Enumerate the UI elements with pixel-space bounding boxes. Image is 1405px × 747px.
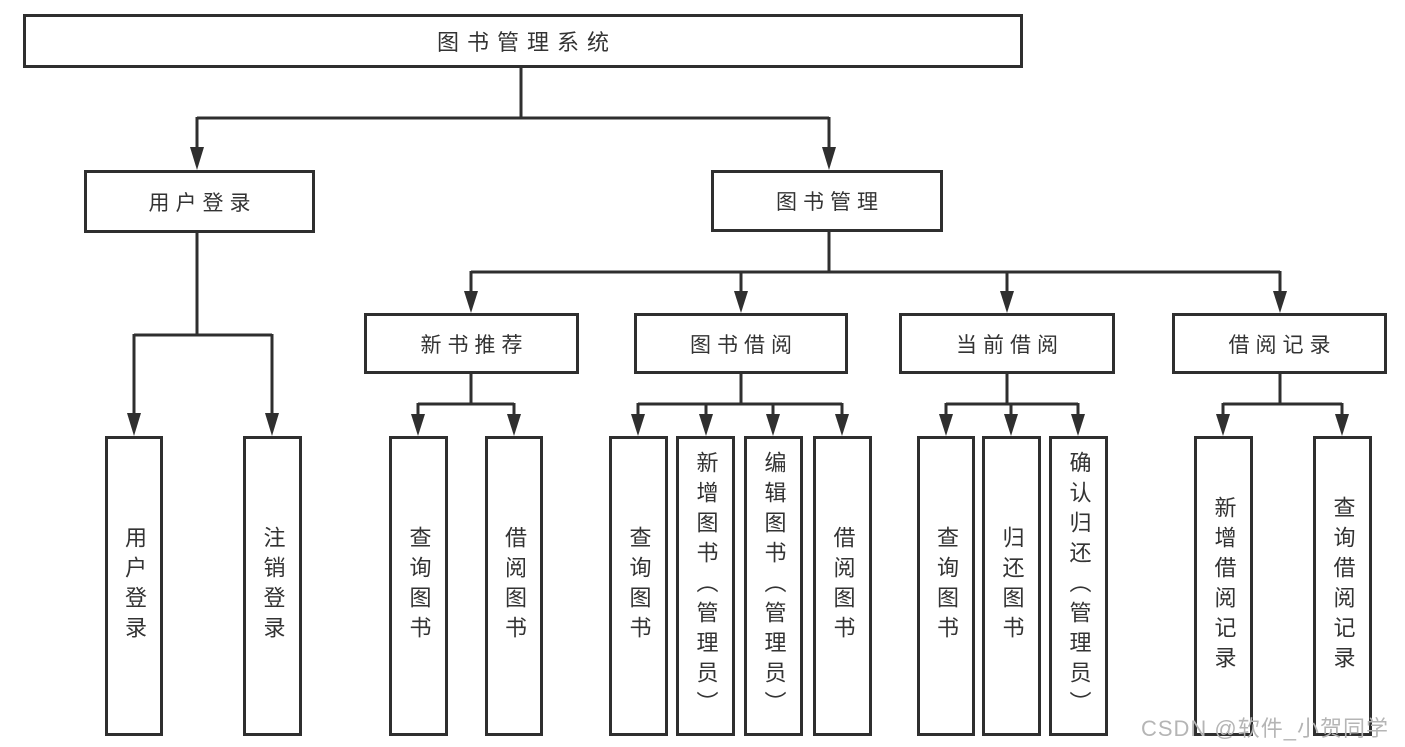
leaf-current-return-books-label: 归还图书: [999, 526, 1025, 646]
node-book-management-label: 图书管理: [776, 191, 884, 214]
leaf-newbook-query-books-label: 查询图书: [406, 526, 432, 646]
node-current-borrow-label: 当前借阅: [956, 333, 1064, 357]
leaf-borrow-borrow-books: 借阅图书: [813, 436, 872, 736]
leaf-borrow-add-books-admin: 新增图书（管理员）: [676, 436, 735, 736]
leaf-user-login-label: 用户登录: [122, 526, 147, 646]
node-root-label: 图书管理系统: [436, 30, 617, 55]
node-root: 图书管理系统: [23, 14, 1023, 68]
leaf-borrow-borrow-books-label: 借阅图书: [830, 526, 856, 646]
leaf-borrow-add-books-admin-label: 新增图书（管理员）: [693, 451, 719, 721]
node-user-login: 用户登录: [84, 170, 315, 233]
leaf-borrow-query-books-label: 查询图书: [626, 526, 652, 646]
leaf-user-login: 用户登录: [105, 436, 163, 736]
leaf-borrow-edit-books-admin: 编辑图书（管理员）: [744, 436, 803, 736]
node-new-book-recommend-label: 新书推荐: [420, 333, 529, 357]
leaf-records-query-record-label: 查询借阅记录: [1330, 496, 1356, 676]
leaf-newbook-query-books: 查询图书: [389, 436, 448, 736]
node-book-management: 图书管理: [711, 170, 943, 232]
leaf-logout-label: 注销登录: [260, 526, 286, 646]
leaf-current-return-books: 归还图书: [982, 436, 1041, 736]
leaf-current-confirm-return-admin: 确认归还（管理员）: [1049, 436, 1108, 736]
arrowheads: [127, 147, 1349, 436]
leaf-current-query-books: 查询图书: [917, 436, 975, 736]
leaf-newbook-borrow-books-label: 借阅图书: [502, 526, 527, 646]
node-user-login-label: 用户登录: [148, 191, 257, 215]
csdn-watermark: CSDN @软件_小贺同学: [1140, 716, 1389, 741]
node-book-borrow: 图书借阅: [634, 313, 848, 374]
leaf-logout: 注销登录: [243, 436, 302, 736]
leaf-borrow-query-books: 查询图书: [609, 436, 668, 736]
leaf-borrow-edit-books-admin-label: 编辑图书（管理员）: [761, 451, 787, 721]
leaf-records-query-record: 查询借阅记录: [1313, 436, 1372, 736]
node-borrow-records: 借阅记录: [1172, 313, 1387, 374]
leaf-current-query-books-label: 查询图书: [934, 526, 959, 646]
node-new-book-recommend: 新书推荐: [364, 313, 579, 374]
leaf-current-confirm-return-admin-label: 确认归还（管理员）: [1066, 451, 1092, 721]
node-borrow-records-label: 借阅记录: [1228, 333, 1337, 357]
leaf-records-add-record-label: 新增借阅记录: [1211, 496, 1237, 676]
leaf-records-add-record: 新增借阅记录: [1194, 436, 1253, 736]
node-book-borrow-label: 图书借阅: [690, 333, 798, 357]
node-current-borrow: 当前借阅: [899, 313, 1115, 374]
leaf-newbook-borrow-books: 借阅图书: [485, 436, 543, 736]
